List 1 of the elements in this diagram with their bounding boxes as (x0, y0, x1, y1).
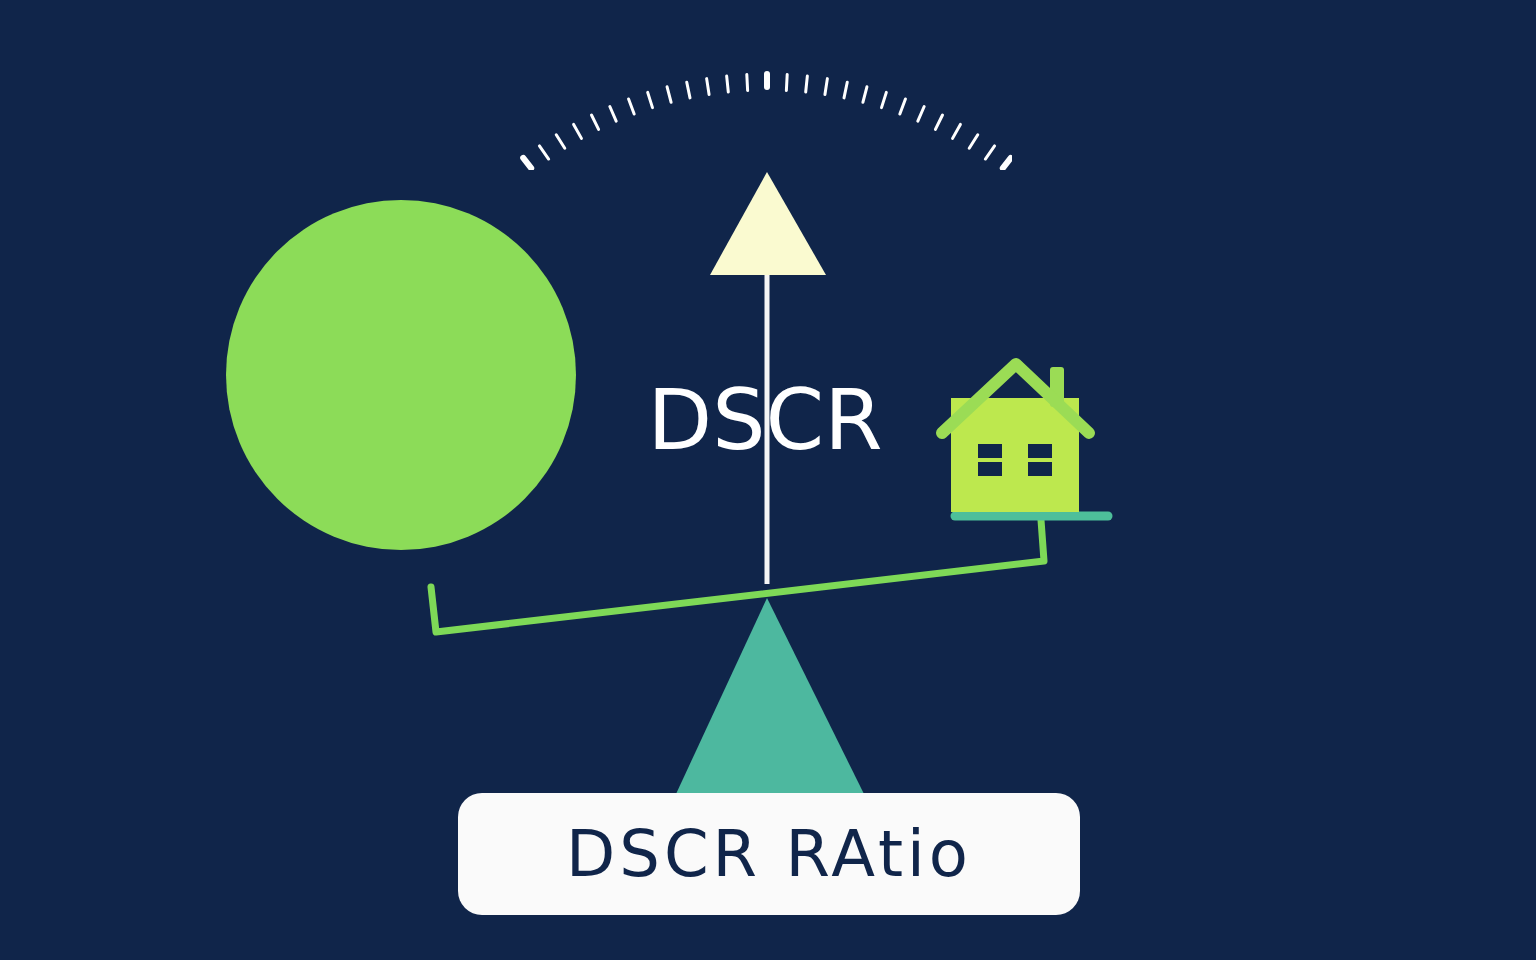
label-banner: DSCR RAtio (458, 793, 1080, 915)
